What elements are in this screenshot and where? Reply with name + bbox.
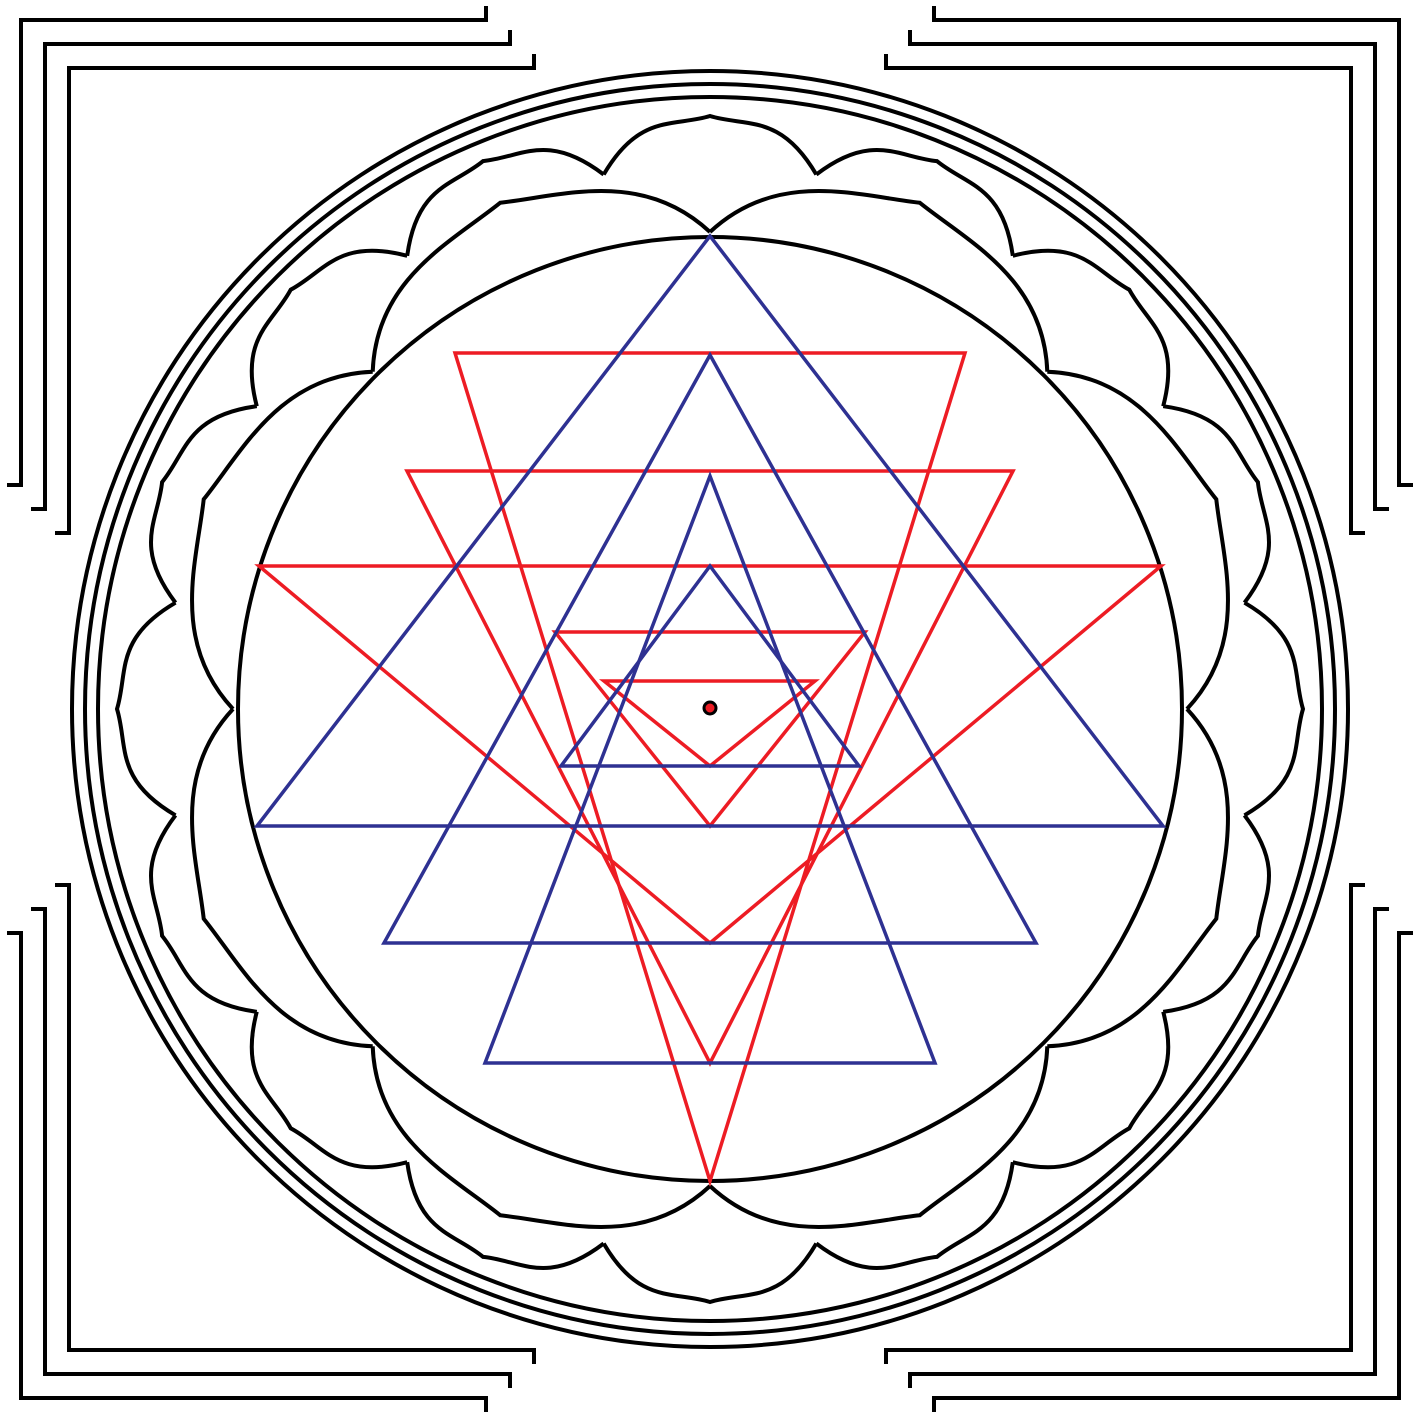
gate-outline-2	[908, 907, 1389, 1388]
outer-petal	[405, 148, 605, 257]
upward-triangles	[253, 233, 1167, 1065]
gate-outline-3	[884, 54, 1365, 535]
inner-petal	[190, 369, 373, 711]
inner-petal	[708, 1046, 1050, 1229]
outer-petal	[1162, 814, 1271, 1014]
upward-triangle-2	[381, 351, 1039, 945]
gate-outline-1	[7, 6, 488, 487]
outer-petal	[149, 814, 258, 1014]
outer-petal	[815, 1161, 1015, 1270]
inner-petal	[190, 707, 373, 1049]
upward-triangle-4	[557, 563, 863, 768]
outer-petal	[1243, 600, 1306, 818]
enclosure-circle-2	[83, 82, 1337, 1336]
gate-outline-3	[55, 54, 536, 535]
outer-petal	[601, 1242, 819, 1305]
outer-petal	[249, 248, 408, 407]
bindu-center-dot	[702, 700, 718, 716]
gate-outline-3	[884, 883, 1365, 1364]
enclosure-circles	[70, 69, 1350, 1349]
inner-petal	[1047, 369, 1230, 711]
inner-petal	[370, 189, 712, 372]
inner-lotus-8-petals	[190, 189, 1230, 1229]
enclosure-circle-1	[70, 69, 1350, 1349]
gate-outline-3	[55, 883, 536, 1364]
outer-petal	[1012, 248, 1171, 407]
gate-outline-2	[908, 30, 1389, 511]
gate-outline-1	[7, 931, 488, 1412]
outer-petal	[249, 1011, 408, 1170]
outer-petal	[405, 1161, 605, 1270]
gate-outline-1	[932, 6, 1413, 487]
inner-petal	[708, 189, 1050, 372]
outer-petal	[114, 600, 177, 818]
outer-square-gates	[7, 6, 1413, 1412]
outer-lotus-16-petals	[114, 113, 1306, 1305]
upward-triangle-3	[482, 471, 938, 1065]
enclosure-circle-3	[96, 95, 1324, 1323]
gate-outline-2	[31, 907, 512, 1388]
inner-petal	[370, 1046, 712, 1229]
downward-triangle-4	[551, 630, 869, 829]
inner-petal	[1047, 707, 1230, 1049]
downward-triangle-5	[599, 679, 820, 769]
gate-outline-2	[31, 30, 512, 511]
upward-triangle-1	[253, 233, 1167, 828]
gate-outline-1	[932, 931, 1413, 1412]
outer-petal	[149, 404, 258, 604]
outer-petal	[1162, 404, 1271, 604]
outer-petal	[601, 113, 819, 176]
outer-petal	[815, 148, 1015, 257]
outer-petal	[1012, 1011, 1171, 1170]
